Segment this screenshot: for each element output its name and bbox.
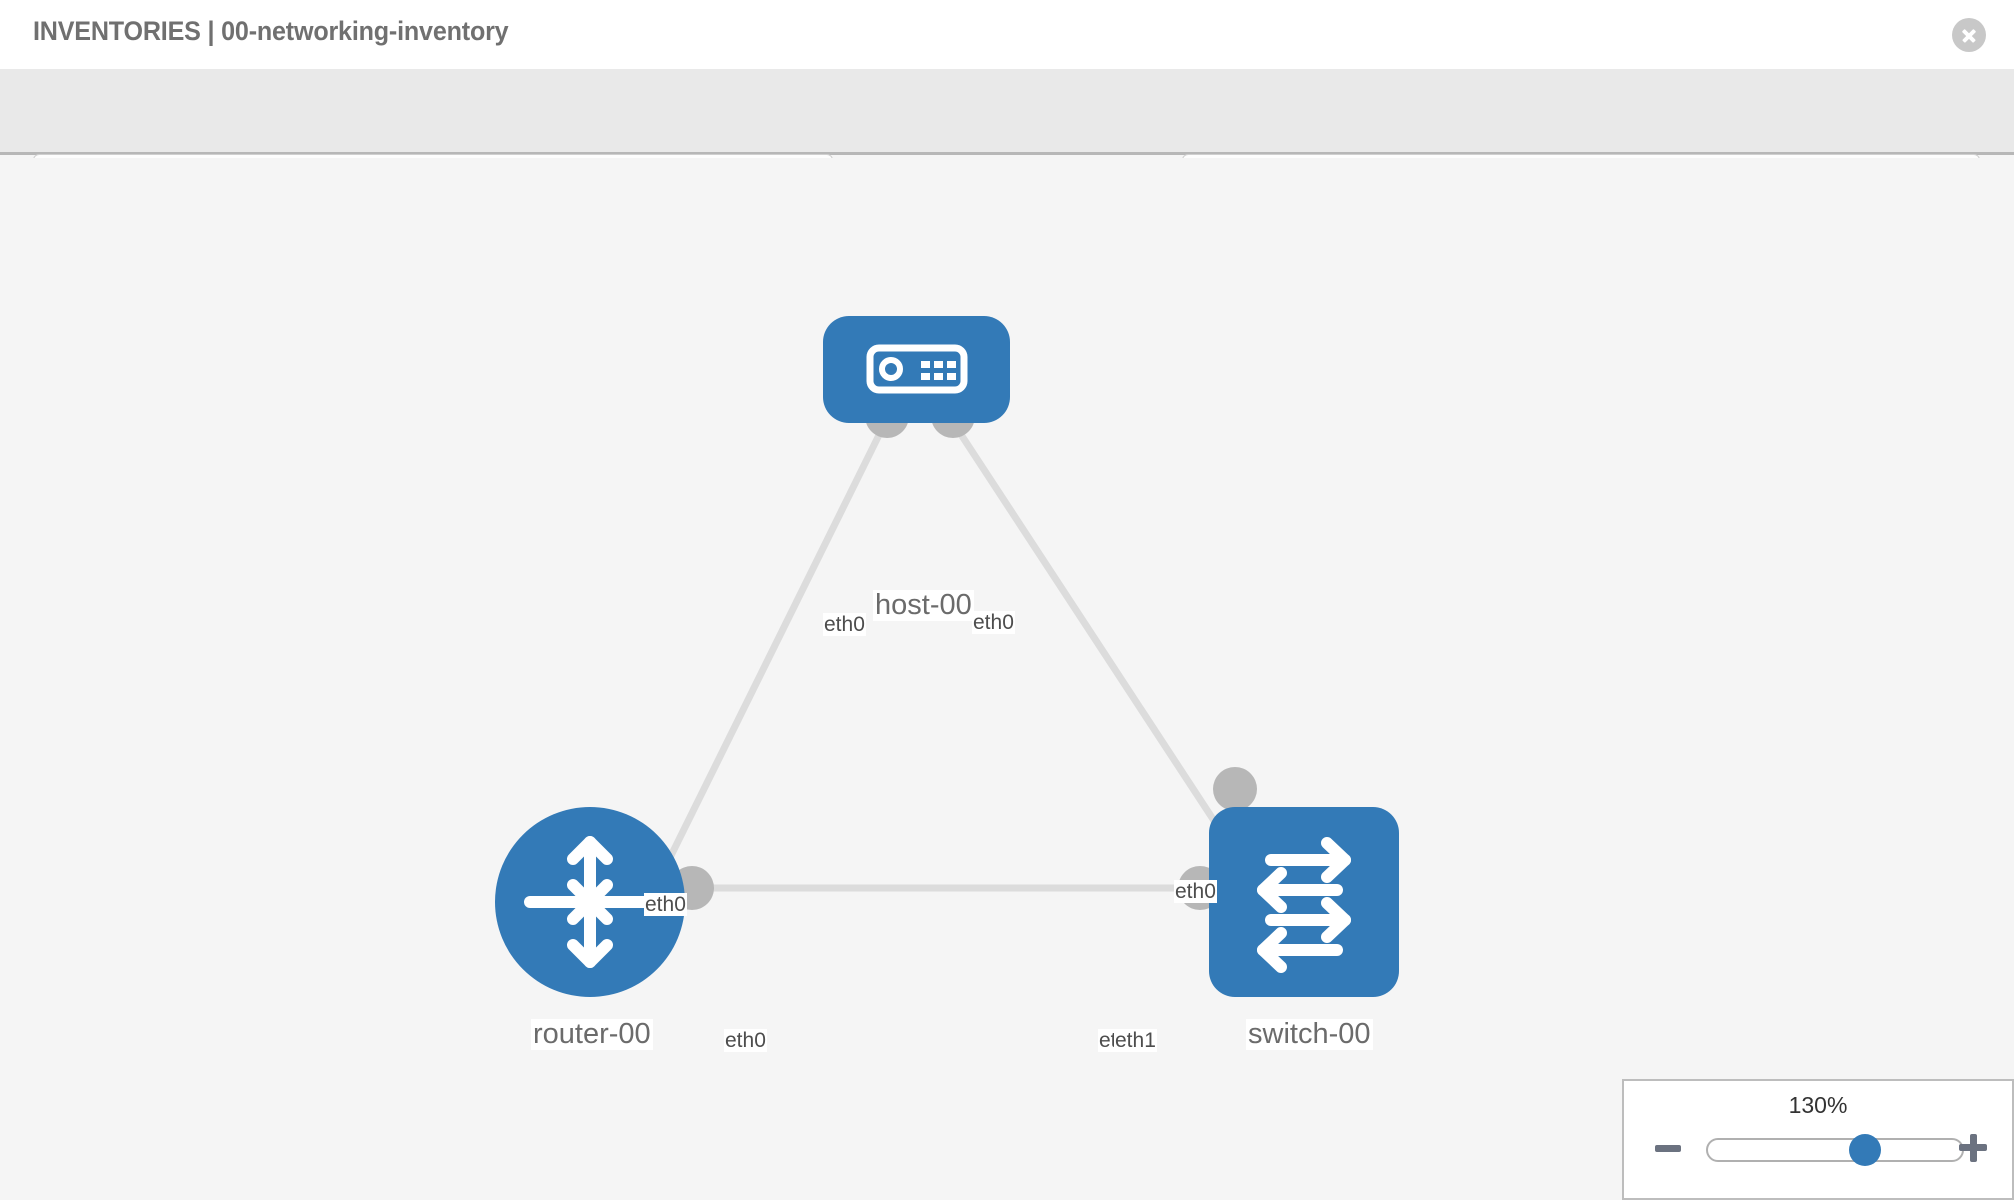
server-icon — [866, 344, 968, 394]
port-label-switch-router-b: eth1 — [1114, 1029, 1157, 1053]
zoom-slider-thumb[interactable] — [1849, 1134, 1882, 1166]
page-header: INVENTORIES | 00-networking-inventory — [0, 0, 2014, 69]
page-title: INVENTORIES | 00-networking-inventory — [33, 16, 509, 46]
node-host-00[interactable] — [823, 316, 1010, 423]
port-label-switch-host: eth0 — [1174, 880, 1217, 904]
switch-icon — [1257, 837, 1351, 973]
port-label-router-host: eth0 — [644, 893, 687, 917]
link-host-switch — [957, 431, 1248, 870]
node-label-host-00: host-00 — [873, 589, 974, 622]
zoom-control-panel: 130% — [1622, 1079, 2014, 1200]
zoom-slider-row — [1624, 1131, 2012, 1171]
port-label-host-left: eth0 — [823, 613, 866, 637]
zoom-level-value: 130% — [1788, 1092, 1848, 1118]
node-label-router-00: router-00 — [531, 1018, 653, 1051]
close-icon[interactable] — [1952, 18, 1986, 52]
zoom-out-button[interactable] — [1652, 1131, 1686, 1165]
router-icon — [524, 836, 656, 968]
port-label-router-switch: eth0 — [724, 1029, 767, 1053]
link-router-host — [651, 431, 884, 890]
node-label-switch-00: switch-00 — [1246, 1018, 1373, 1051]
node-switch-00[interactable] — [1209, 807, 1399, 997]
endpoint-switch-top — [1213, 767, 1257, 811]
toolbar: ACTIONS SEARCH — [0, 69, 2014, 206]
topology-canvas[interactable]: host-00 router-00 switch-00 eth0 eth0 et… — [0, 158, 2014, 1200]
topology-links — [651, 394, 1257, 910]
port-label-host-right: eth0 — [972, 611, 1015, 635]
zoom-slider-track[interactable] — [1706, 1134, 1964, 1166]
zoom-in-button[interactable] — [1956, 1131, 1990, 1165]
